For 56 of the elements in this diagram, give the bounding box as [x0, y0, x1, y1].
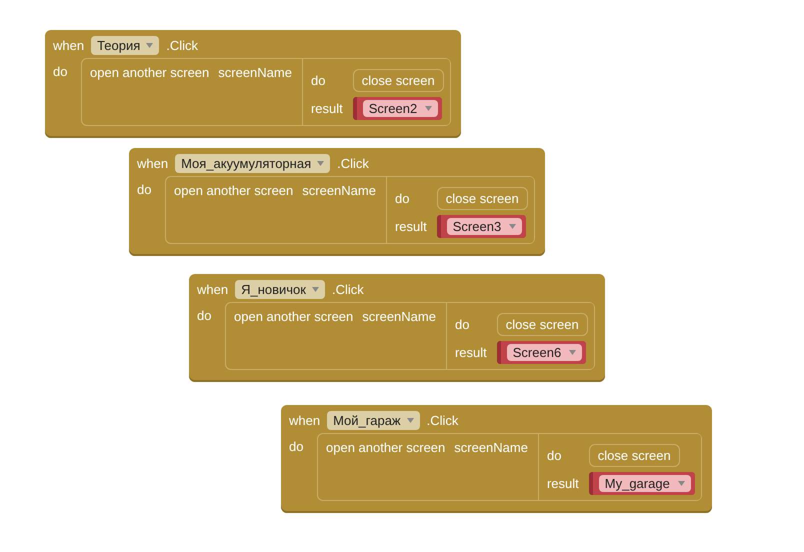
do-result-block — [302, 59, 450, 125]
dropdown-field: My_garage — [598, 474, 691, 492]
dropdown-field: Мой_гараж — [327, 410, 420, 430]
block-label: open another screen — [326, 440, 446, 457]
keyword-label: do — [454, 316, 470, 332]
keyword-label: do — [394, 190, 410, 206]
dropdown-field: Теория — [91, 36, 160, 54]
keyword-label: when — [53, 38, 84, 52]
block-label: open another screen — [174, 183, 294, 200]
keyword-label: result — [546, 476, 579, 490]
event-label: .Click — [166, 38, 198, 52]
do-result-block — [446, 303, 594, 369]
dropdown-field: Screen6 — [506, 344, 582, 360]
keyword-label: do — [53, 63, 68, 81]
keyword-label: when — [289, 412, 320, 428]
dropdown-field: Screen3 — [446, 218, 522, 234]
statement-block: close screen — [588, 444, 680, 466]
value-block — [436, 214, 526, 238]
event-label: .Click — [332, 282, 364, 296]
dropdown-field: Я_новичок — [235, 280, 325, 298]
block-label: open another screen — [234, 309, 354, 326]
block-label: screenName — [302, 183, 376, 200]
keyword-label: when — [137, 156, 168, 170]
keyword-label: do — [137, 181, 152, 199]
statement-block — [81, 58, 451, 126]
event-label: .Click — [337, 156, 369, 170]
do-result-block — [538, 434, 701, 500]
statement-block: close screen — [352, 68, 444, 92]
dropdown-field: Screen2 — [362, 100, 438, 116]
keyword-label: when — [197, 282, 228, 296]
do-result-block — [386, 177, 534, 243]
statement-block — [317, 433, 702, 501]
block-label: screenName — [362, 309, 436, 326]
statement-block — [165, 176, 535, 244]
keyword-label: result — [310, 100, 343, 116]
event-block — [45, 30, 461, 138]
value-block — [588, 472, 695, 494]
block-label: screenName — [454, 440, 528, 457]
event-block — [189, 274, 605, 382]
keyword-label: do — [546, 448, 562, 462]
keyword-label: result — [454, 344, 487, 360]
statement-block: close screen — [496, 312, 588, 336]
event-label: .Click — [426, 412, 458, 428]
dropdown-field: Моя_акуумуляторная — [175, 154, 330, 172]
block-label: open another screen — [90, 65, 210, 82]
event-block — [129, 148, 545, 256]
keyword-label: do — [289, 438, 304, 456]
value-block — [352, 96, 442, 120]
block-label: screenName — [218, 65, 292, 82]
keyword-label: do — [197, 307, 212, 325]
statement-block: close screen — [436, 186, 528, 210]
value-block — [496, 340, 586, 364]
event-block — [281, 405, 712, 513]
keyword-label: do — [310, 72, 326, 88]
statement-block — [225, 302, 595, 370]
keyword-label: result — [394, 218, 427, 234]
